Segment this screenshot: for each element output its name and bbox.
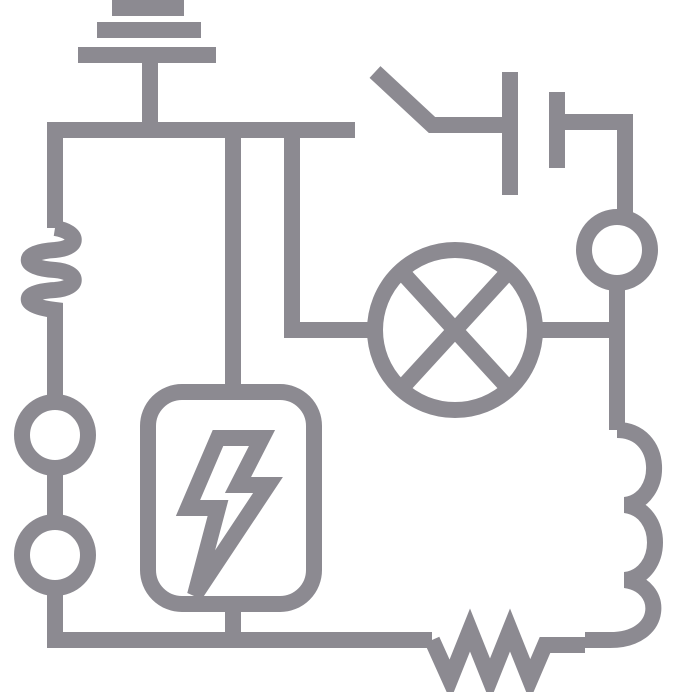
lightning-bolt-icon xyxy=(175,430,283,600)
lamp-branch xyxy=(284,130,625,418)
generator xyxy=(140,130,322,648)
resistor-bottom xyxy=(424,608,585,692)
switch xyxy=(369,66,518,133)
left-branch xyxy=(14,122,96,648)
switch-capacitor xyxy=(369,66,658,430)
indicator-circle-2 xyxy=(14,514,96,596)
inductor-coil xyxy=(585,422,663,648)
indicator-circle-1 xyxy=(14,394,96,476)
indicator-circle-right xyxy=(576,209,658,291)
lamp-cross xyxy=(394,264,516,396)
resistor-left xyxy=(20,220,82,398)
ground-symbol xyxy=(78,0,216,130)
